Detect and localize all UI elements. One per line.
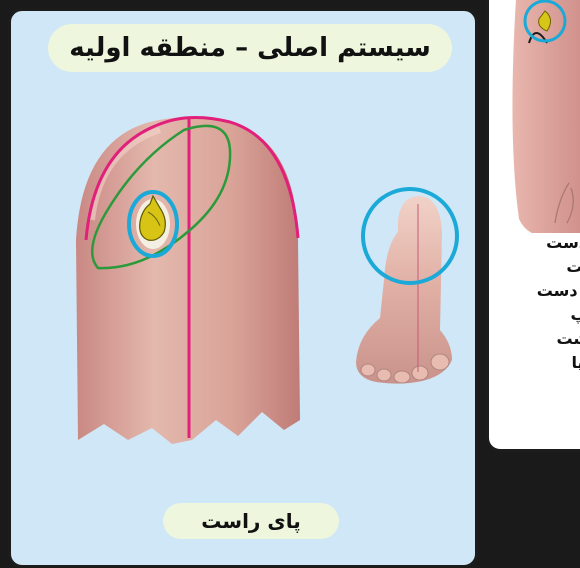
side-line: ست: [489, 255, 580, 279]
second-panel: : دست ست ه: دست چپ گشت و پا: [486, 0, 580, 452]
foot-label: پای راست: [163, 503, 339, 539]
side-line: ه: دست: [489, 279, 580, 303]
side-line: و پا: [489, 351, 580, 375]
partial-foot-illustration: [489, 0, 580, 233]
side-line: چپ: [489, 303, 580, 327]
side-description: : دست ست ه: دست چپ گشت و پا: [489, 231, 580, 375]
side-line: گشت: [489, 327, 580, 351]
right-foot-diagram: [0, 0, 480, 500]
side-line: : دست: [489, 231, 580, 255]
